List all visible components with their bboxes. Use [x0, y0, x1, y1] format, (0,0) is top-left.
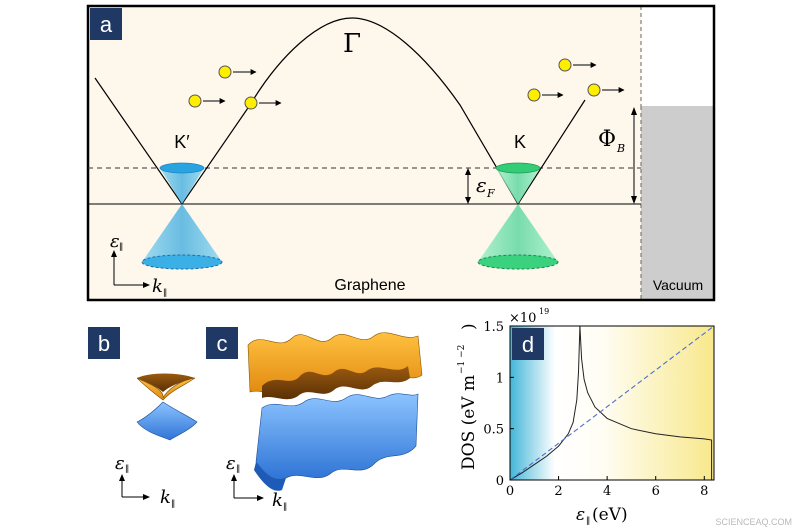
svg-text:Φ: Φ: [598, 127, 616, 152]
electron-marker: [558, 58, 597, 72]
k-prime-dirac-cone: [141, 162, 223, 270]
x-tick-label: 6: [652, 484, 660, 499]
watermark: SCIENCEAQ.COM: [715, 517, 792, 527]
work-function-arrow: [631, 107, 637, 204]
svg-text:k: k: [160, 487, 171, 508]
x-axis-label: ε ∥ (eV): [576, 505, 628, 527]
panel-c-letter: c: [217, 331, 228, 356]
gamma-point-label: Γ: [343, 29, 361, 59]
svg-text:∥: ∥: [163, 288, 167, 299]
plot-frame: [509, 325, 715, 481]
single-dirac-cone-surface: [136, 373, 198, 441]
y-tick-label: 0.5: [483, 423, 504, 438]
svg-text:∥: ∥: [283, 502, 287, 513]
vacuum-label: Vacuum: [653, 277, 703, 293]
svg-text:DOS (eV m: DOS (eV m: [459, 375, 479, 470]
panel-a: a Γ K′ K Φ B ε F ε ∥ k ∥ Graphene Vacuum: [86, 4, 716, 302]
electron-marker: [527, 88, 564, 102]
dos-series-solid: [510, 326, 713, 480]
svg-text:(eV): (eV): [592, 505, 628, 525]
panel-d-letter: d: [522, 332, 534, 357]
electron-marker: [218, 65, 257, 79]
vacuum-barrier: [641, 106, 714, 300]
momentum-axis-label: k: [152, 276, 163, 297]
work-function-label: Φ B: [598, 127, 625, 155]
panel-d: 0 2 4 6 8 0 0.5 1 1.5 d ×10 19 DOS (eV m −1 −2 )…: [457, 307, 715, 527]
svg-text:∥: ∥: [125, 464, 129, 475]
electron-marker: [188, 94, 226, 108]
fermi-energy-label: ε F: [476, 173, 495, 200]
svg-text:F: F: [486, 187, 495, 200]
electron-group: [188, 58, 625, 110]
panel-b-badge: [88, 327, 120, 359]
svg-text:): ): [459, 323, 479, 330]
band-structure-curve: [94, 17, 586, 206]
electron-marker: [244, 96, 282, 110]
panel-d-badge: [512, 328, 544, 360]
svg-text:ε: ε: [576, 505, 585, 525]
x-tick-label: 4: [603, 484, 611, 499]
svg-text:−1 −2: −1 −2: [457, 345, 467, 374]
svg-text:B: B: [616, 142, 625, 155]
k-dirac-cone: [477, 162, 559, 270]
electron-marker: [587, 83, 625, 97]
svg-text:19: 19: [539, 307, 549, 316]
svg-text:∥: ∥: [119, 242, 123, 253]
y-tick-label: 0: [496, 474, 504, 489]
y-tick-label: 1.5: [483, 320, 504, 335]
fermi-energy-arrow: [465, 168, 471, 204]
svg-text:∥: ∥: [236, 464, 240, 475]
k-point-label: K: [514, 132, 526, 152]
y-tick-label: 1: [496, 371, 504, 386]
svg-text:ε: ε: [476, 173, 487, 197]
panel-c-badge: [206, 327, 238, 359]
x-tick-label: 0: [506, 484, 514, 499]
svg-text:∥: ∥: [171, 499, 175, 510]
y-axis-label: DOS (eV m −1 −2 ): [457, 323, 479, 470]
panel-a-badge: [90, 8, 122, 40]
panel-c: c ε ∥ k ∥: [206, 327, 423, 513]
svg-text:k: k: [272, 490, 283, 511]
panel-b-letter: b: [98, 331, 110, 356]
panel-a-frame: [86, 4, 716, 302]
panel-b: b ε ∥ k ∥: [88, 327, 198, 510]
panel-a-axis-icon: ε ∥ k ∥: [110, 231, 167, 299]
x-tick-label: 2: [554, 484, 562, 499]
dos-series-dashed: [510, 326, 714, 480]
k-prime-point-label: K′: [174, 132, 190, 152]
x-tick-label: 8: [700, 484, 708, 499]
svg-text:ε: ε: [115, 453, 125, 474]
energy-axis-label: ε: [110, 231, 120, 252]
panel-c-axis-icon: ε ∥ k ∥: [226, 453, 287, 513]
panel-b-axis-icon: ε ∥ k ∥: [115, 453, 175, 510]
full-band-surface: [247, 332, 423, 491]
svg-text:∥: ∥: [586, 516, 590, 527]
y-multiplier: ×10 19: [509, 307, 549, 326]
svg-text:×10: ×10: [509, 311, 536, 326]
graphene-label: Graphene: [334, 277, 405, 294]
svg-text:ε: ε: [226, 453, 236, 474]
panel-a-letter: a: [100, 12, 113, 37]
